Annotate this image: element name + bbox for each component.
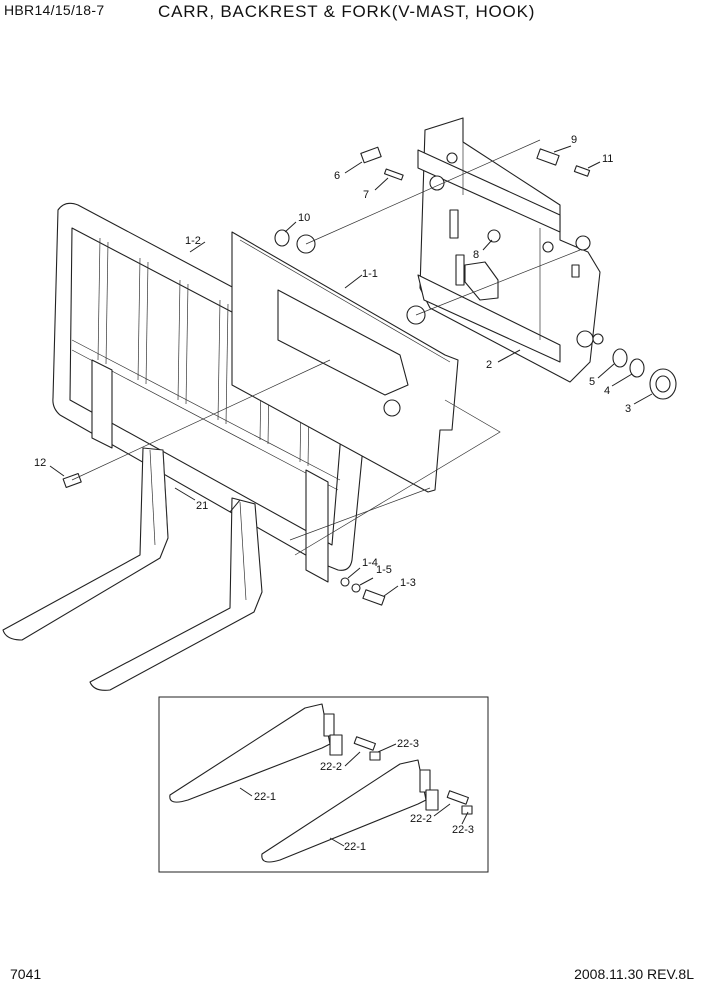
model-code: HBR14/15/18-7 (4, 2, 105, 18)
hook-fork-lower (261, 759, 439, 863)
detail-hardware (353, 736, 473, 815)
page-title: CARR, BACKREST & FORK(V-MAST, HOOK) (158, 2, 536, 21)
load-backrest (52, 202, 371, 583)
fork-bar-plate (231, 231, 459, 493)
revision-date: 2008.11.30 REV.8L (574, 966, 694, 982)
callout-8: 8 (473, 249, 479, 261)
callout-6: 6 (334, 170, 340, 182)
callout-1-1: 1-1 (362, 268, 378, 280)
callout-1-4: 1-4 (362, 557, 378, 569)
callout-22-2-lower: 22-2 (410, 813, 432, 825)
callout-12: 12 (34, 457, 46, 469)
callout-labels: 9 11 6 7 10 1-2 1-1 8 2 5 4 3 12 21 1-4 … (34, 134, 631, 853)
hook-fork-upper (169, 703, 343, 803)
detail-leaders (239, 743, 469, 847)
callout-21: 21 (196, 500, 208, 512)
page-number: 7041 (10, 966, 42, 982)
callout-22-3-lower: 22-3 (452, 824, 474, 836)
callout-1-3: 1-3 (400, 577, 416, 589)
callout-22-1-upper: 22-1 (254, 791, 276, 803)
callout-5: 5 (589, 376, 595, 388)
detail-box (158, 696, 489, 873)
callout-11: 11 (602, 153, 613, 165)
roller-assembly (612, 348, 677, 400)
guide-lines (71, 139, 581, 556)
callout-1-2: 1-2 (185, 235, 201, 247)
callout-22-2-upper: 22-2 (320, 761, 342, 773)
callout-4: 4 (604, 385, 610, 397)
callout-22-3-upper: 22-3 (397, 738, 419, 750)
callout-2: 2 (486, 359, 492, 371)
fork-left (2, 447, 169, 641)
carriage-frame (417, 117, 604, 383)
fork-right (89, 497, 263, 691)
callout-10: 10 (298, 212, 310, 224)
leader-lines (49, 145, 653, 597)
callout-3: 3 (625, 403, 631, 415)
callout-22-1-lower: 22-1 (344, 841, 366, 853)
small-hardware (62, 146, 591, 606)
callout-7: 7 (363, 189, 369, 201)
callout-9: 9 (571, 134, 577, 146)
callout-1-5: 1-5 (376, 564, 392, 576)
